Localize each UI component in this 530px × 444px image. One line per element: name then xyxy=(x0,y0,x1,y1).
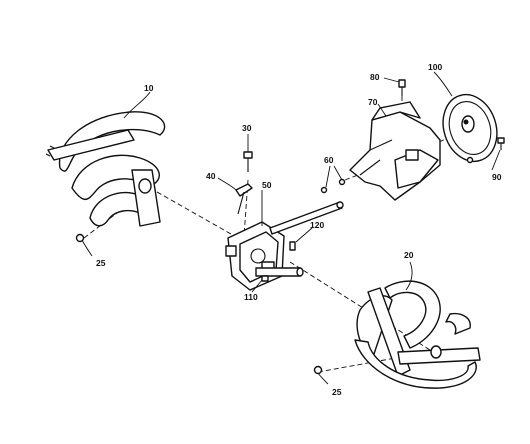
auger-housing-bracket xyxy=(349,101,441,201)
label-part-80: 80 xyxy=(370,72,380,82)
label-part-40: 40 xyxy=(206,171,216,181)
label-part-120: 120 xyxy=(310,220,324,230)
leader-lines xyxy=(81,71,501,385)
label-part-25-left: 25 xyxy=(96,258,106,268)
pulley xyxy=(442,93,498,163)
hardware xyxy=(75,79,505,375)
left-auger xyxy=(45,111,166,227)
right-auger xyxy=(354,280,481,389)
label-part-25-right: 25 xyxy=(332,387,342,397)
input-shaft xyxy=(269,201,344,235)
label-part-100: 100 xyxy=(428,62,442,72)
label-part-30: 30 xyxy=(242,123,252,133)
label-part-90: 90 xyxy=(492,172,502,182)
label-part-70: 70 xyxy=(368,97,378,107)
label-part-20: 20 xyxy=(404,250,414,260)
label-part-10: 10 xyxy=(144,83,154,93)
label-part-60: 60 xyxy=(324,155,334,165)
output-shaft xyxy=(255,267,304,277)
part-labels: 10 20 25 25 30 40 50 60 70 80 90 100 110… xyxy=(96,62,502,397)
label-part-110: 110 xyxy=(244,292,258,302)
label-part-50: 50 xyxy=(262,180,272,190)
